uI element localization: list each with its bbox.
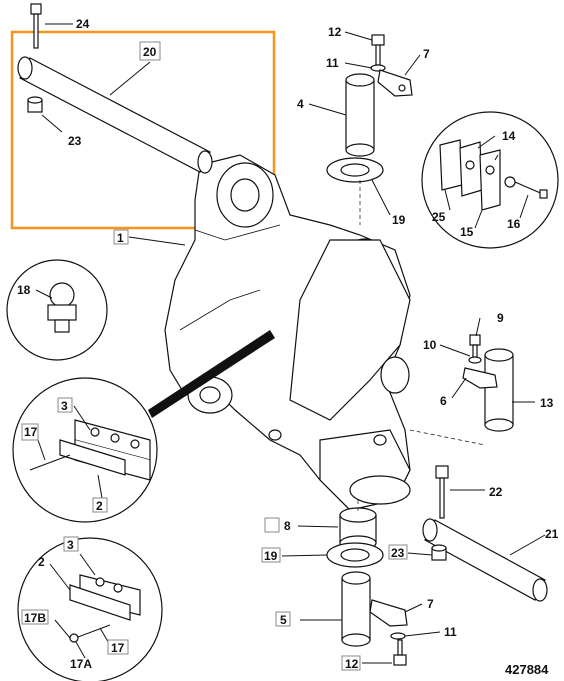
callout-19-lower: 19 [264, 549, 278, 563]
callout-12-lower: 12 [345, 657, 359, 671]
pin-20 [17, 56, 213, 174]
callout-4: 4 [297, 97, 304, 111]
callout-16: 16 [507, 217, 521, 231]
highlight-frame [10, 30, 276, 230]
callout-3-lower: 3 [67, 538, 74, 552]
callout-22: 22 [489, 485, 503, 499]
callout-7-lower: 7 [427, 597, 434, 611]
callout-10: 10 [423, 338, 437, 352]
detail-circle-grease-nipple [6, 259, 108, 361]
callout-11: 11 [326, 56, 339, 70]
bolt-22 [435, 465, 449, 519]
callout-1: 1 [117, 231, 124, 245]
callout-18: 18 [17, 283, 31, 297]
callout-17-lower: 17 [111, 641, 125, 655]
washer-11-bottom [390, 632, 406, 640]
washer-19-bottom [326, 542, 384, 568]
callout-21: 21 [545, 527, 559, 541]
nut-23-top [27, 96, 43, 113]
callout-5: 5 [280, 613, 287, 627]
callout-13: 13 [540, 396, 554, 410]
callout-14: 14 [502, 129, 516, 143]
detail-circle-clamp [421, 111, 559, 249]
plate-6 [462, 367, 498, 389]
bolt-24 [30, 3, 42, 49]
bolt-12-top [371, 34, 385, 66]
callout-17-upper: 17 [24, 425, 38, 439]
callout-3-upper: 3 [61, 399, 68, 413]
callout-25: 25 [432, 210, 446, 224]
callout-8: 8 [284, 519, 291, 533]
callout-12: 12 [328, 25, 342, 39]
callout-11-lower: 11 [444, 625, 457, 639]
callout-15: 15 [460, 225, 474, 239]
callout-24: 24 [76, 17, 90, 31]
callout-2-upper: 2 [96, 499, 103, 513]
leader-lines [35, 23, 546, 664]
callout-9: 9 [497, 311, 504, 325]
plate-7-bottom [369, 599, 408, 627]
boxed-labels [21, 41, 408, 671]
bolt-9 [469, 334, 481, 361]
callout-23-lower: 23 [391, 546, 405, 560]
detail-circle-clamp-block [12, 377, 158, 523]
callout-2-lower: 2 [38, 555, 45, 569]
callout-17b: 17B [24, 611, 46, 625]
plate-7-top [377, 69, 413, 97]
pin-5 [341, 571, 371, 647]
callout-20: 20 [143, 45, 157, 59]
pin-4 [345, 73, 375, 157]
bush-8 [339, 507, 377, 551]
main-casting [164, 154, 411, 511]
callout-17a: 17A [70, 657, 92, 671]
figure-number: 427884 [505, 662, 549, 677]
washer-11-top [370, 64, 386, 72]
pin-13 [484, 348, 514, 432]
bolt-12-bottom [393, 639, 407, 666]
nut-23-bottom [431, 544, 447, 561]
pin-21 [422, 518, 548, 602]
washer-10 [468, 356, 482, 364]
callout-6: 6 [440, 394, 447, 408]
callout-19: 19 [392, 213, 406, 227]
callout-23: 23 [68, 134, 82, 148]
washer-19-top [326, 157, 384, 183]
callout-7: 7 [423, 47, 430, 61]
